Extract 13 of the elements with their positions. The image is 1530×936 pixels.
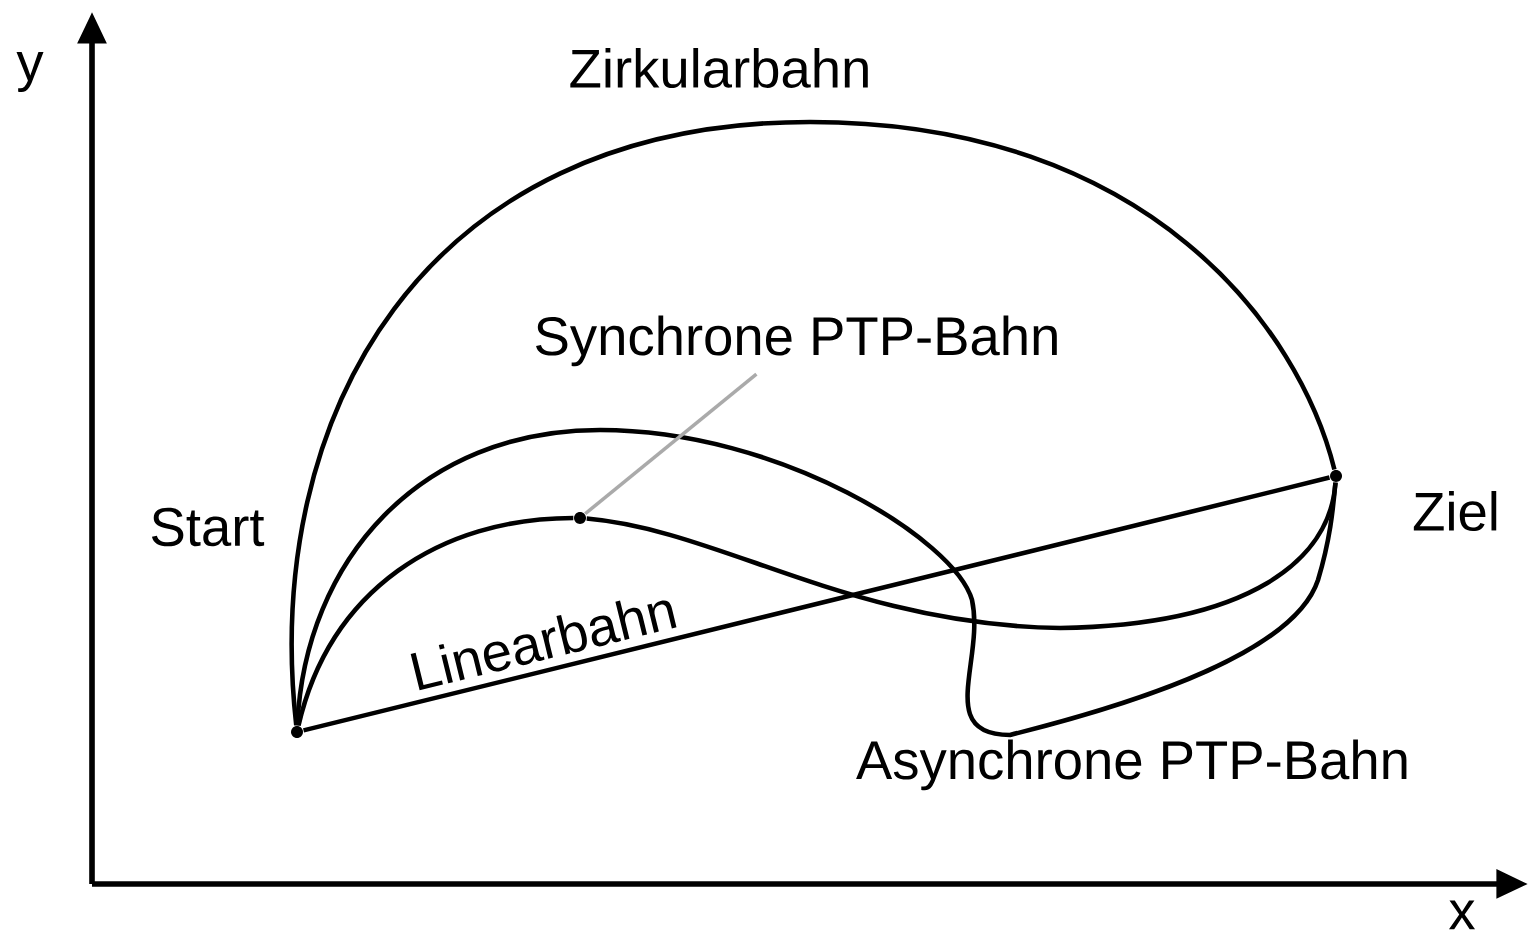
- axis-label: y: [16, 51, 44, 92]
- straight-path: [302, 475, 1331, 733]
- leader-text: Synchrone PTP-Bahn: [536, 315, 1057, 367]
- point-label: Ziel: [1413, 491, 1497, 531]
- axis-label: x: [1449, 900, 1475, 930]
- circular-path: [289, 119, 1337, 726]
- path-label: Linearbahn: [410, 600, 677, 691]
- curved-path: [295, 427, 1338, 738]
- point-label: Start: [151, 507, 265, 547]
- leader-line: [584, 372, 758, 516]
- path-label: Asynchrone PTP-Bahn: [856, 739, 1407, 791]
- curved-path: [296, 515, 574, 727]
- path-label: Zirkularbahn: [570, 48, 868, 88]
